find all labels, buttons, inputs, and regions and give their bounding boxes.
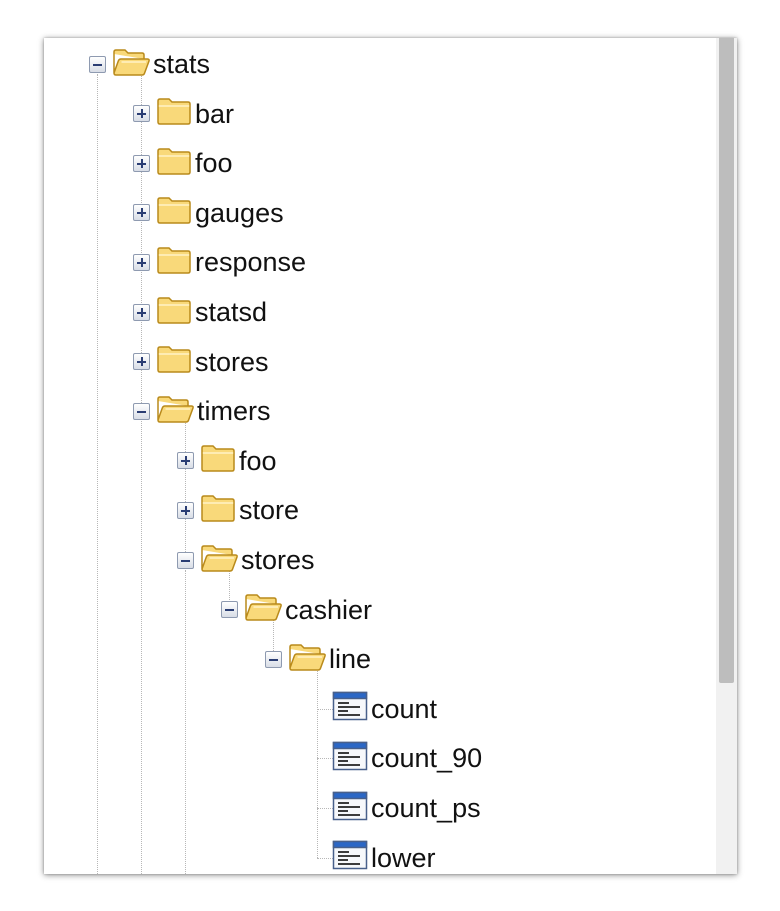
collapse-icon[interactable] bbox=[133, 402, 150, 420]
tree-node-label: foo bbox=[195, 148, 233, 179]
tree-node-line[interactable]: line bbox=[265, 640, 371, 678]
folder-open-icon bbox=[156, 395, 194, 428]
tree-connector bbox=[317, 808, 335, 809]
folder-icon bbox=[200, 444, 236, 477]
tree-node-label: bar bbox=[195, 98, 235, 129]
tree-connector bbox=[317, 857, 335, 859]
vertical-scrollbar[interactable] bbox=[716, 38, 737, 874]
folder-icon bbox=[156, 147, 192, 180]
tree-guide-line bbox=[185, 421, 186, 560]
folder-open-icon bbox=[200, 544, 238, 577]
tree-node-stores[interactable]: stores bbox=[177, 541, 315, 579]
tree-node-label: stores bbox=[241, 545, 315, 575]
tree-node-label: lower bbox=[371, 842, 436, 873]
tree-panel: stats bar foo gauges response statsd sto… bbox=[44, 38, 737, 874]
folder-open-icon bbox=[244, 593, 282, 626]
tree-node-label: cashier bbox=[285, 594, 373, 625]
tree-node-label: count_90 bbox=[371, 743, 483, 774]
tree-node-bar[interactable]: bar bbox=[133, 95, 234, 133]
expand-icon[interactable] bbox=[133, 353, 150, 371]
tree-view: stats bar foo gauges response statsd sto… bbox=[44, 38, 716, 874]
tree-connector bbox=[317, 758, 335, 760]
folder-open-icon bbox=[112, 48, 150, 81]
folder-icon bbox=[156, 296, 192, 329]
tree-node-lower[interactable]: lower bbox=[309, 839, 436, 874]
collapse-icon[interactable] bbox=[177, 551, 194, 569]
tree-node-count-ps[interactable]: count_ps bbox=[309, 789, 481, 827]
tree-node-stats[interactable]: stats bbox=[89, 45, 210, 83]
folder-icon bbox=[156, 97, 192, 130]
scrollbar-thumb[interactable] bbox=[719, 38, 734, 683]
tree-connector bbox=[317, 708, 335, 710]
tree-guide-line bbox=[97, 74, 98, 874]
expand-icon[interactable] bbox=[133, 154, 150, 172]
tree-node-label: store bbox=[239, 495, 300, 526]
expand-icon[interactable] bbox=[177, 501, 194, 519]
folder-icon bbox=[156, 345, 192, 378]
tree-node-label: count_ps bbox=[371, 793, 481, 823]
tree-node-label: count bbox=[371, 693, 438, 724]
metric-icon bbox=[332, 691, 368, 726]
expand-icon[interactable] bbox=[133, 303, 150, 321]
expand-icon[interactable] bbox=[177, 452, 194, 470]
tree-node-statsd[interactable]: statsd bbox=[133, 293, 267, 331]
expand-icon[interactable] bbox=[133, 204, 150, 222]
tree-node-timers[interactable]: timers bbox=[133, 392, 271, 430]
expand-icon[interactable] bbox=[133, 253, 150, 271]
expand-icon[interactable] bbox=[133, 105, 150, 123]
tree-guide-line bbox=[273, 619, 274, 660]
tree-node-stores[interactable]: stores bbox=[133, 343, 269, 381]
folder-icon bbox=[156, 196, 192, 229]
tree-node-label: response bbox=[195, 247, 307, 278]
tree-guide-line bbox=[185, 570, 186, 874]
tree-node-store[interactable]: store bbox=[177, 491, 299, 529]
metric-icon bbox=[332, 741, 368, 776]
metric-icon bbox=[332, 840, 368, 874]
tree-node-label: gauges bbox=[195, 197, 284, 228]
tree-node-label: timers bbox=[197, 396, 271, 427]
tree-node-foo[interactable]: foo bbox=[133, 144, 233, 182]
collapse-icon[interactable] bbox=[265, 650, 282, 668]
tree-node-label: stores bbox=[195, 346, 269, 377]
metric-icon bbox=[332, 791, 368, 826]
tree-guide-line bbox=[141, 74, 142, 412]
tree-guide-line bbox=[141, 421, 142, 874]
tree-node-gauges[interactable]: gauges bbox=[133, 194, 284, 232]
tree-node-response[interactable]: response bbox=[133, 243, 306, 281]
collapse-icon[interactable] bbox=[221, 601, 238, 619]
tree-node-count[interactable]: count bbox=[309, 690, 437, 728]
folder-icon bbox=[200, 494, 236, 527]
tree-node-foo[interactable]: foo bbox=[177, 442, 277, 480]
tree-node-cashier[interactable]: cashier bbox=[221, 591, 372, 629]
folder-icon bbox=[156, 246, 192, 279]
tree-node-label: stats bbox=[153, 49, 211, 79]
tree-guide-line bbox=[229, 570, 230, 610]
tree-node-label: line bbox=[329, 644, 372, 675]
tree-node-label: statsd bbox=[195, 297, 268, 327]
tree-node-label: foo bbox=[239, 445, 277, 476]
collapse-icon[interactable] bbox=[89, 55, 106, 73]
folder-open-icon bbox=[288, 643, 326, 676]
tree-guide-line bbox=[317, 669, 318, 858]
tree-node-count-90[interactable]: count_90 bbox=[309, 739, 482, 777]
